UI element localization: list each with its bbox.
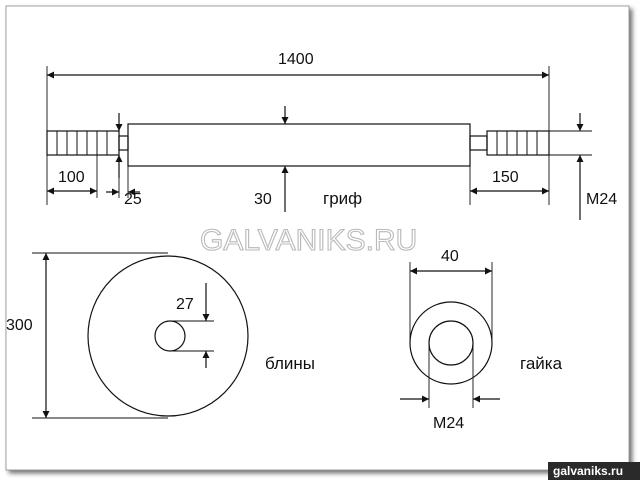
shaft-diameter-label: 30: [254, 191, 272, 208]
plate-outer-diameter-label: 300: [6, 317, 33, 334]
left-collar-width-label: 25: [124, 191, 142, 208]
left-sleeve-length-label: 100: [58, 169, 85, 186]
plate-outer-circle: [87, 255, 249, 417]
left-sleeve-hatching: [56, 131, 108, 155]
nut-thread-label: M24: [433, 415, 464, 432]
weight-plate-drawing: [32, 252, 249, 419]
watermark-text: GALVANIKS.RU: [200, 224, 417, 257]
overall-length-label: 1400: [278, 51, 314, 68]
nut-label: гайка: [520, 354, 563, 373]
bar-extension-lines: [46, 66, 592, 205]
right-sleeve-length-label: 150: [492, 169, 519, 186]
plate-label: блины: [265, 354, 315, 373]
bar-label: гриф: [323, 189, 362, 208]
plate-hole-diameter-label: 27: [176, 296, 194, 313]
site-badge-background: [548, 462, 640, 480]
nut-drawing: [400, 262, 500, 408]
nut-outer-diameter-label: 40: [441, 248, 459, 265]
site-badge-text: galvaniks.ru: [553, 464, 623, 478]
paper-sheet: [5, 5, 630, 471]
bar-thread-label: M24: [586, 191, 617, 208]
right-sleeve-hatching: [496, 131, 538, 155]
barbell-bar-drawing: [46, 66, 592, 220]
